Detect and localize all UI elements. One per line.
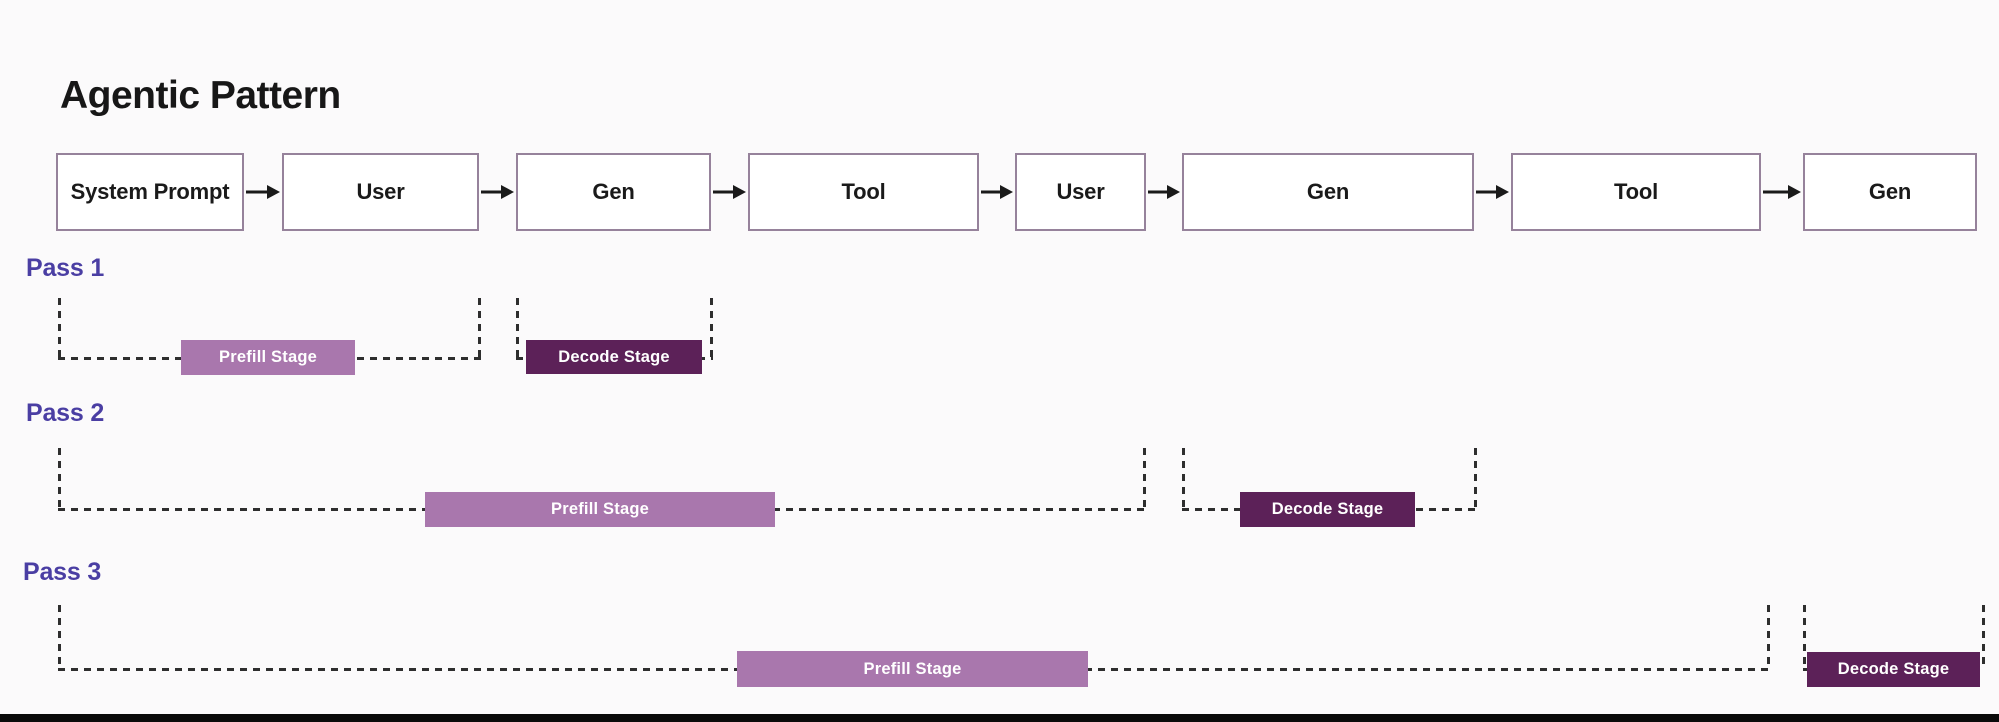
arrow-line (713, 190, 736, 194)
pass1-bracket1-left-dashed-line (58, 298, 61, 358)
pass2-bracket1-right-dashed-line (1143, 448, 1146, 509)
bottom-edge-bar (0, 714, 1999, 722)
arrow-head (1000, 185, 1013, 199)
flow-box-label: Gen (592, 179, 635, 204)
arrow-head (1788, 185, 1801, 199)
flow-box-label: User (1056, 179, 1105, 204)
prefill-stage-bar: Prefill Stage (425, 492, 775, 527)
flow-arrow-icon (1476, 184, 1509, 200)
pass2-bracket2-right-dashed-line (1474, 448, 1477, 509)
page-title: Agentic Pattern (60, 74, 341, 117)
flow-box-gen-8: Gen (1803, 153, 1977, 231)
decode-stage-label: Decode Stage (558, 347, 670, 366)
arrow-line (981, 190, 1003, 194)
pass2-bracket1-left-dashed-line (58, 448, 61, 509)
prefill-stage-label: Prefill Stage (219, 348, 317, 366)
flow-arrow-icon (1763, 184, 1801, 200)
pass-label-3: Pass 3 (23, 558, 102, 586)
flow-box-label: User (356, 179, 405, 204)
flow-box-label: Tool (1614, 179, 1658, 204)
pass3-bracket1-left-dashed-line (58, 605, 61, 669)
flow-box-tool-7: Tool (1511, 153, 1761, 231)
decode-stage-bar: Decode Stage (1807, 652, 1980, 687)
prefill-stage-label: Prefill Stage (863, 659, 962, 678)
decode-stage-bar: Decode Stage (1240, 492, 1415, 527)
flow-box-label: Gen (1306, 179, 1350, 204)
arrow-line (481, 190, 504, 194)
prefill-stage-label: Prefill Stage (551, 500, 649, 518)
arrow-line (1476, 190, 1499, 194)
flow-arrow-icon (246, 184, 280, 200)
decode-stage-label: Decode Stage (1837, 660, 1950, 678)
pass2-bracket2-left-dashed-line (1182, 448, 1185, 509)
flow-box-label: System Prompt (70, 179, 230, 204)
arrow-line (1763, 190, 1791, 194)
flow-box-tool-4: Tool (748, 153, 979, 231)
pass-label-1: Pass 1 (26, 254, 105, 282)
pass1-bracket2-left-dashed-line (516, 298, 519, 358)
prefill-stage-bar: Prefill Stage (737, 651, 1088, 687)
decode-stage-label: Decode Stage (1271, 500, 1384, 518)
flow-arrow-icon (481, 184, 514, 200)
flow-box-gen-6: Gen (1182, 153, 1474, 231)
pass3-bracket2-left-dashed-line (1803, 605, 1806, 669)
flow-arrow-icon (1148, 184, 1180, 200)
arrow-head (1167, 185, 1180, 199)
arrow-head (267, 185, 280, 199)
pass-label-2: Pass 2 (26, 399, 105, 427)
prefill-stage-bar: Prefill Stage (181, 340, 355, 375)
flow-box-label: Tool (841, 179, 886, 204)
flow-arrow-icon (713, 184, 746, 200)
pass3-bracket2-right-dashed-line (1982, 605, 1985, 669)
arrow-head (1496, 185, 1509, 199)
flow-box-user-5: User (1015, 153, 1146, 231)
pass1-bracket1-right-dashed-line (478, 298, 481, 358)
flow-box-label: Gen (1868, 179, 1912, 204)
flow-box-gen-3: Gen (516, 153, 711, 231)
pass1-bracket2-right-dashed-line (710, 298, 713, 358)
arrow-line (1148, 190, 1170, 194)
decode-stage-bar: Decode Stage (526, 340, 702, 374)
arrow-line (246, 190, 270, 194)
arrow-head (501, 185, 514, 199)
flow-box-system-prompt-1: System Prompt (56, 153, 244, 231)
flow-arrow-icon (981, 184, 1013, 200)
arrow-head (733, 185, 746, 199)
flow-box-user-2: User (282, 153, 479, 231)
pass3-bracket1-right-dashed-line (1767, 605, 1770, 669)
